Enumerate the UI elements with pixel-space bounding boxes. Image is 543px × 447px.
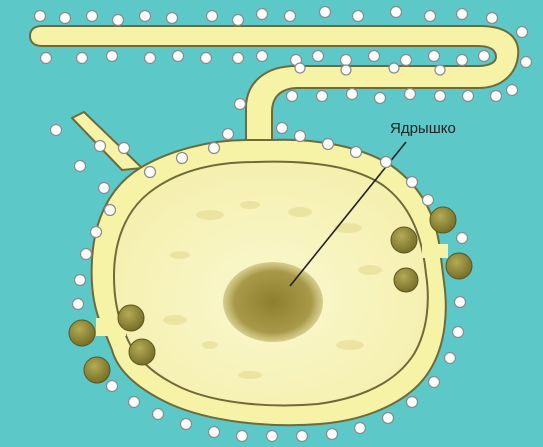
ribosome <box>181 419 192 430</box>
ribosome <box>257 9 268 20</box>
ribosome <box>429 377 440 388</box>
ribosome <box>317 91 328 102</box>
ribosome <box>401 55 412 66</box>
ribosome <box>295 131 306 142</box>
ribosome <box>435 91 446 102</box>
nucleolus-label: Ядрышко <box>390 120 456 137</box>
pore-complex <box>394 268 418 292</box>
ribosome <box>369 51 380 62</box>
ribosome <box>107 51 118 62</box>
ribosome <box>107 381 118 392</box>
ribosome <box>287 91 298 102</box>
ribosome <box>320 7 331 18</box>
ribosome <box>407 397 418 408</box>
ribosome <box>355 423 366 434</box>
ribosome <box>463 91 474 102</box>
ribosome <box>105 205 116 216</box>
ribosome <box>207 11 218 22</box>
ribosome <box>167 13 178 24</box>
ribosome <box>75 161 86 172</box>
pore-complex <box>446 253 472 279</box>
ribosome <box>153 409 164 420</box>
nucleolus <box>223 262 323 342</box>
ribosome <box>341 55 352 66</box>
ribosome <box>295 63 305 73</box>
ribosome <box>375 93 386 104</box>
ribosome <box>457 55 468 66</box>
ribosome <box>41 53 52 64</box>
ribosome <box>457 9 468 20</box>
ribosome <box>223 129 234 140</box>
ribosome <box>140 11 151 22</box>
ribosome <box>209 427 220 438</box>
ribosome <box>479 51 490 62</box>
ribosome <box>87 11 98 22</box>
pore-complex <box>118 305 144 331</box>
ribosome <box>233 15 244 26</box>
pore-complex <box>391 227 417 253</box>
ribosome <box>507 85 518 96</box>
ribosome <box>51 125 62 136</box>
ribosome <box>99 183 110 194</box>
ribosome <box>389 63 399 73</box>
ribosome <box>201 53 212 64</box>
ribosome <box>267 431 278 442</box>
pore-complex <box>430 207 456 233</box>
ribosome <box>233 53 244 64</box>
ribosome <box>341 65 351 75</box>
ribosome <box>381 157 392 168</box>
ribosome <box>351 147 362 158</box>
ribosome <box>173 51 184 62</box>
ribosome <box>277 123 288 134</box>
ribosome <box>521 57 532 68</box>
ribosome <box>75 275 86 286</box>
ribosome <box>423 195 434 206</box>
ribosome <box>145 53 156 64</box>
ribosome <box>77 53 88 64</box>
ribosome <box>445 353 456 364</box>
pore-complex <box>129 339 155 365</box>
ribosome <box>453 327 464 338</box>
ribosome <box>257 51 268 62</box>
ribosome <box>383 413 394 424</box>
ribosome <box>235 99 246 110</box>
ribosome <box>391 7 402 18</box>
ribosome <box>237 431 248 442</box>
ribosome <box>209 143 220 154</box>
ribosome <box>113 15 124 26</box>
ribosome <box>487 13 498 24</box>
ribosome <box>405 89 416 100</box>
ribosome <box>425 11 436 22</box>
ribosome <box>95 141 106 152</box>
ribosome <box>81 249 92 260</box>
ribosome <box>119 143 130 154</box>
pore-complex <box>69 320 95 346</box>
ribosome <box>177 153 188 164</box>
ribosome <box>285 11 296 22</box>
pore-complex <box>84 357 110 383</box>
ribosome <box>407 177 418 188</box>
ribosome <box>457 233 468 244</box>
ribosome <box>73 299 84 310</box>
ribosome <box>347 89 358 100</box>
ribosome <box>435 65 445 75</box>
ribosome <box>323 139 334 150</box>
ribosome <box>429 51 440 62</box>
ribosome <box>327 429 338 440</box>
ribosome <box>35 11 46 22</box>
ribosome <box>313 51 324 62</box>
ribosome <box>145 167 156 178</box>
ribosome <box>91 227 102 238</box>
ribosome <box>455 297 466 308</box>
ribosome <box>297 431 308 442</box>
ribosome <box>517 27 528 38</box>
ribosome <box>129 397 140 408</box>
ribosome <box>353 11 364 22</box>
ribosome <box>491 91 502 102</box>
ribosome <box>60 13 71 24</box>
